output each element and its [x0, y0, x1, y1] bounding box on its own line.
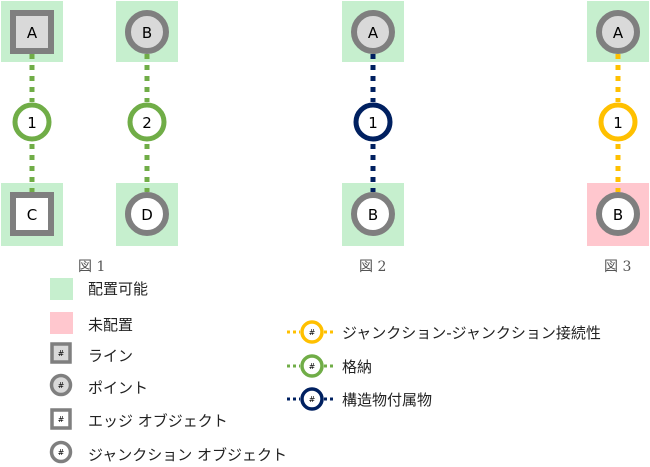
junction-object-circle-icon	[351, 192, 395, 236]
legend-icon-symbol: #	[58, 381, 65, 390]
legend-label-edge-object: エッジ オブジェクト	[88, 412, 228, 430]
association-node-attachment	[353, 102, 393, 142]
feature-label: D	[141, 206, 153, 224]
feature-label: A	[613, 24, 624, 42]
association-label: 1	[368, 114, 378, 132]
legend-icon-symbol: #	[58, 448, 65, 457]
feature-label: A	[27, 24, 38, 42]
legend-icon-containment	[300, 354, 324, 378]
figure-3-caption: 図 3	[604, 259, 632, 275]
legend-icon-symbol: #	[58, 415, 65, 424]
legend-icon-connectivity	[300, 320, 324, 344]
legend-icon-point	[49, 373, 73, 397]
junction-object-circle-icon	[596, 192, 640, 236]
legend-icon-symbol: #	[309, 328, 316, 337]
association-label: 1	[27, 114, 37, 132]
legend-icon-attachment	[300, 387, 324, 411]
figure-3: A B 1	[587, 1, 649, 246]
legend-label-containment: 格納	[342, 358, 373, 376]
legend-icon-symbol: #	[58, 349, 65, 358]
association-label: 2	[142, 114, 152, 132]
feature-label: C	[27, 206, 37, 224]
legend-label-attachment: 構造物付属物	[342, 391, 433, 409]
figure-2: A B 1	[342, 1, 404, 246]
legend: # # # # # # #	[49, 278, 334, 464]
edge-object-square-icon	[10, 192, 54, 236]
association-column: A B 1	[587, 1, 649, 246]
legend-icon-line	[50, 342, 72, 364]
association-node-connectivity	[598, 102, 638, 142]
legend-swatch-unplaced	[50, 312, 73, 334]
point-circle-icon	[596, 10, 640, 54]
feature-label: B	[142, 24, 152, 42]
association-label: 1	[613, 114, 623, 132]
junction-object-circle-icon	[125, 192, 169, 236]
association-column: A C 1	[1, 1, 63, 246]
feature-label: B	[613, 206, 623, 224]
legend-swatch-placeable	[50, 278, 73, 300]
association-column: A B 1	[342, 1, 404, 246]
line-square-icon	[10, 10, 54, 54]
figure-1-caption: 図 1	[78, 259, 106, 275]
feature-label: A	[368, 24, 379, 42]
legend-label-junction-object: ジャンクション オブジェクト	[88, 446, 288, 464]
legend-label-connectivity: ジャンクション-ジャンクション接続性	[342, 324, 601, 342]
figure-1: A C 1 B D 2	[1, 1, 178, 246]
legend-label-unplaced: 未配置	[88, 316, 134, 334]
legend-label-placeable: 配置可能	[88, 280, 149, 298]
feature-label: B	[368, 206, 378, 224]
point-circle-icon	[125, 10, 169, 54]
association-node-containment	[12, 102, 52, 142]
association-node-containment	[127, 102, 167, 142]
legend-icon-edge-object	[50, 408, 72, 430]
legend-icon-symbol: #	[309, 362, 316, 371]
legend-label-point: ポイント	[88, 379, 149, 397]
figure-2-caption: 図 2	[359, 259, 387, 275]
association-column: B D 2	[116, 1, 178, 246]
point-circle-icon	[351, 10, 395, 54]
legend-icon-symbol: #	[309, 395, 316, 404]
legend-icon-junction-object	[49, 440, 73, 464]
legend-label-line: ライン	[88, 347, 134, 365]
